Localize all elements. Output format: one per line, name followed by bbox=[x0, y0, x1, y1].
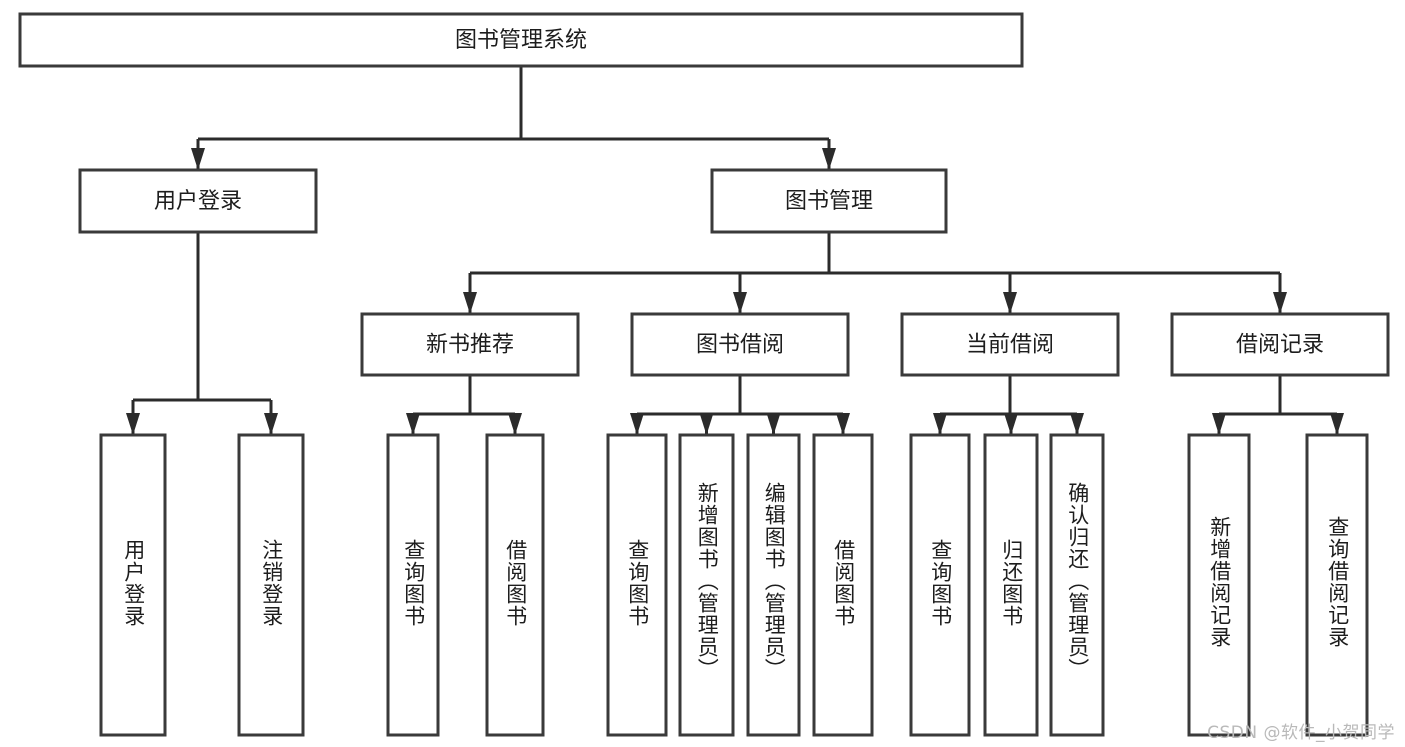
node-leaf-10[interactable] bbox=[1049, 433, 1105, 737]
node-level2-0[interactable] bbox=[78, 168, 318, 234]
node-leaf-2[interactable] bbox=[386, 433, 440, 737]
boxes-layer bbox=[18, 12, 1390, 737]
node-level3-1[interactable] bbox=[630, 312, 850, 377]
node-leaf-11[interactable] bbox=[1187, 433, 1251, 737]
arrow-head-icon bbox=[1070, 413, 1084, 435]
arrow-head-icon bbox=[1003, 292, 1017, 314]
node-level3-0[interactable] bbox=[360, 312, 580, 377]
arrow-head-icon bbox=[699, 413, 714, 435]
node-label-level3-2: 当前借阅 bbox=[966, 333, 1054, 358]
node-leaf-4[interactable] bbox=[606, 433, 668, 737]
arrow-head-icon bbox=[191, 148, 205, 170]
node-label-level3-3: 借阅记录 bbox=[1236, 333, 1324, 358]
node-leaf-12[interactable] bbox=[1305, 433, 1369, 737]
node-level3-3[interactable] bbox=[1170, 312, 1390, 377]
arrow-head-icon bbox=[1004, 413, 1018, 435]
node-leaf-1[interactable] bbox=[237, 433, 305, 737]
arrow-head-icon bbox=[463, 292, 477, 314]
arrow-head-icon bbox=[630, 413, 644, 435]
csdn-watermark: CSDN @软件_小贺同学 bbox=[1207, 723, 1395, 743]
node-leaf-5[interactable] bbox=[678, 433, 735, 737]
arrow-head-icon bbox=[766, 413, 781, 435]
node-level2-1[interactable] bbox=[710, 168, 948, 234]
node-leaf-8[interactable] bbox=[909, 433, 971, 737]
arrow-head-icon bbox=[1273, 292, 1287, 314]
node-leaf-7[interactable] bbox=[812, 433, 874, 737]
arrow-head-icon bbox=[933, 413, 947, 435]
connectors-layer bbox=[126, 66, 1344, 435]
arrow-head-icon bbox=[1330, 413, 1344, 435]
node-level3-2[interactable] bbox=[900, 312, 1120, 377]
node-label-level2-1: 图书管理 bbox=[785, 189, 873, 214]
arrow-head-icon bbox=[836, 413, 850, 435]
node-leaf-9[interactable] bbox=[983, 433, 1039, 737]
node-leaf-0[interactable] bbox=[99, 433, 167, 737]
node-label-level3-0: 新书推荐 bbox=[426, 333, 514, 358]
node-leaf-3[interactable] bbox=[485, 433, 545, 737]
arrow-head-icon bbox=[264, 413, 278, 435]
node-leaf-6[interactable] bbox=[746, 433, 801, 737]
arrow-head-icon bbox=[406, 413, 420, 435]
node-label-level3-1: 图书借阅 bbox=[696, 333, 784, 358]
arrow-head-icon bbox=[733, 292, 747, 314]
arrow-head-icon bbox=[126, 413, 140, 435]
arrow-head-icon bbox=[508, 413, 522, 435]
node-root-图书管理系统[interactable] bbox=[18, 12, 1024, 68]
arrow-head-icon bbox=[1212, 413, 1226, 435]
node-label-root: 图书管理系统 bbox=[455, 28, 587, 53]
arrow-head-icon bbox=[822, 148, 836, 170]
node-label-level2-0: 用户登录 bbox=[154, 189, 242, 214]
